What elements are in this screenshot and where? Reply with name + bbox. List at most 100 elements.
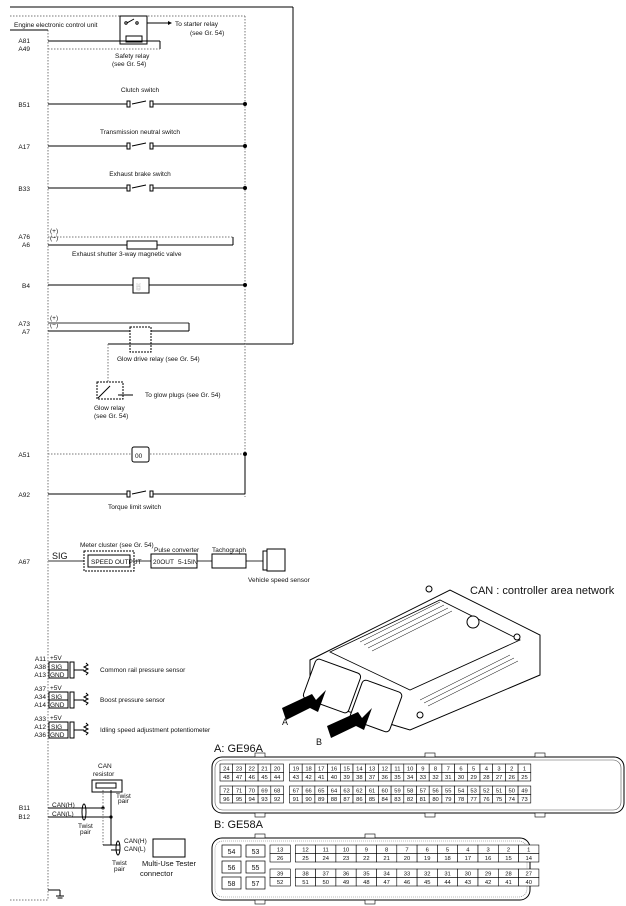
pin-cell: 46 [245,772,259,782]
pin-cell: 27 [518,868,540,878]
svg-text:38: 38 [302,872,308,878]
svg-text:44: 44 [274,775,281,781]
pin-cell: 9 [355,844,377,854]
pin-cell: 88 [327,794,341,804]
svg-text:83: 83 [394,797,400,803]
glow-relay: To glow plugs (see Gr. 54) Glow relay (s… [94,381,221,420]
svg-text:5: 5 [472,767,475,773]
pin-cell: 23 [232,763,246,773]
terminal-label: SIG [51,724,62,731]
can-resistor-label-1: CAN [98,763,112,770]
polarity-minus: (−) [50,235,58,242]
arrow-a-icon [282,690,326,720]
svg-text:27: 27 [526,872,532,878]
pin-cell: 6 [416,844,438,854]
svg-text:9: 9 [365,848,368,854]
pin-cell: 95 [232,794,246,804]
tester-label-1: Multi-Use Tester [142,859,197,868]
pin-cell: 11 [315,844,337,854]
pin-cell: 36 [335,868,357,878]
pin-cell: 69 [257,785,272,795]
latch-tab [254,833,266,839]
pin-cell: 56 [428,785,443,795]
latch-tab [254,899,266,905]
pin-cell: 34 [376,868,398,878]
svg-text:38: 38 [356,775,362,781]
svg-text:24: 24 [223,767,230,773]
svg-text:7: 7 [447,767,450,773]
pin-cell: 33 [416,772,430,782]
pin-cell: 52 [479,785,493,795]
svg-text:22: 22 [249,767,255,773]
svg-text:16: 16 [485,856,491,862]
pin-cell: 43 [457,877,479,887]
svg-text:41: 41 [318,775,324,781]
pin-label: A12 [34,724,46,731]
pin-cell: 2 [505,763,519,773]
svg-text:46: 46 [404,880,410,886]
tester-can-l: CAN(L) [124,846,146,853]
pin-cell: 92 [270,794,284,804]
svg-text:52: 52 [483,789,489,795]
pin-cell: 51 [294,877,316,887]
pin-cell: 15 [497,853,519,863]
svg-text:47: 47 [383,880,389,886]
connector-icon [126,142,131,150]
pin-cell: 57 [416,785,430,795]
svg-text:45: 45 [424,880,430,886]
pin-label: A67 [18,559,30,566]
latch-tab [254,812,266,818]
b4-indicator: B4 ░ [22,277,247,294]
pin-cell: 7 [396,844,418,854]
pin-cell: 55 [441,785,455,795]
svg-text:39: 39 [343,775,349,781]
svg-text:40: 40 [331,775,337,781]
pin-cell: 45 [257,772,272,782]
svg-text:36: 36 [382,775,388,781]
pin-cell: 44 [437,877,458,887]
svg-text:90: 90 [305,797,311,803]
pin-label: A7 [22,329,30,336]
tachograph-box [211,553,247,569]
pin-label: A37 [34,686,46,693]
pin-cell: 90 [301,794,316,804]
pin-label: B33 [18,186,30,193]
svg-text:72: 72 [223,789,229,795]
latch-tab [254,752,266,758]
svg-text:70: 70 [249,789,255,795]
pin-cell: 5 [437,844,458,854]
svg-text:61: 61 [369,789,375,795]
pin-cell: 16 [477,853,499,863]
svg-text:52: 52 [277,880,283,886]
switch-label: Clutch switch [121,87,160,94]
pin-cell-large: 57 [245,876,266,890]
svg-text:26: 26 [277,856,283,862]
speed-output-box [87,554,131,568]
pin-cell: 29 [477,868,499,878]
svg-text:15: 15 [505,856,511,862]
glow-lamp-icon [131,446,150,463]
pc-in-label: 5-15IN [178,559,198,566]
svg-text:85: 85 [369,797,375,803]
pin-cell: 38 [352,772,366,782]
pin-cell: 31 [437,868,458,878]
pin-cell: 10 [335,844,357,854]
svg-text:40: 40 [526,880,532,886]
pin-cell: 96 [219,794,233,804]
pin-label: A36 [34,732,46,739]
svg-text:13: 13 [369,767,375,773]
svg-text:19: 19 [293,767,299,773]
pin-cell: 32 [416,868,438,878]
twist-pair-label-2: pair [118,798,130,805]
tester-can-h: CAN(H) [124,838,147,845]
glow-drive-relay-label: Glow drive relay (see Gr. 54) [117,356,200,363]
pin-cell: 17 [457,853,479,863]
switch-icon [131,142,147,147]
pin-label: A76 [18,234,30,241]
pin-cell: 40 [327,772,341,782]
svg-text:10: 10 [407,767,413,773]
pin-cell: 84 [378,794,392,804]
svg-text:65: 65 [318,789,324,795]
